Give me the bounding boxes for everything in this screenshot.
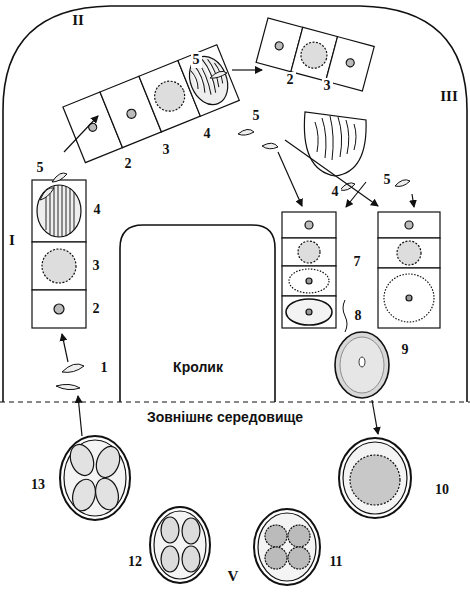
callout-number: 10	[433, 482, 451, 497]
region-label: Зовнішнє середовище	[145, 410, 305, 425]
callout-number: 3	[91, 258, 102, 273]
stage-number: II	[70, 12, 86, 29]
callout-number: 12	[126, 554, 144, 569]
callout-number: 13	[29, 477, 47, 492]
callout-number: 5	[382, 172, 393, 187]
callout-number: 5	[35, 160, 46, 175]
callout-number: 7	[352, 254, 363, 269]
callout-number: 3	[161, 142, 172, 157]
callout-number: 11	[327, 554, 344, 569]
callout-number: 4	[92, 202, 103, 217]
callout-number: 1	[99, 360, 110, 375]
callout-number: 8	[353, 308, 364, 323]
stage-number: III	[438, 88, 460, 105]
callout-number: 9	[400, 342, 411, 357]
callout-number: 2	[91, 301, 102, 316]
callout-number: 4	[202, 126, 213, 141]
callout-number: 2	[285, 72, 296, 87]
callout-number: 5	[191, 52, 202, 67]
callout-number: 3	[322, 78, 333, 93]
region-label: Кролик	[171, 360, 225, 375]
stage-number: I	[7, 232, 17, 249]
callout-number: 5	[251, 108, 262, 123]
callout-number: 2	[123, 156, 134, 171]
stage-number: V	[226, 568, 241, 585]
callout-number: 4	[330, 184, 341, 199]
